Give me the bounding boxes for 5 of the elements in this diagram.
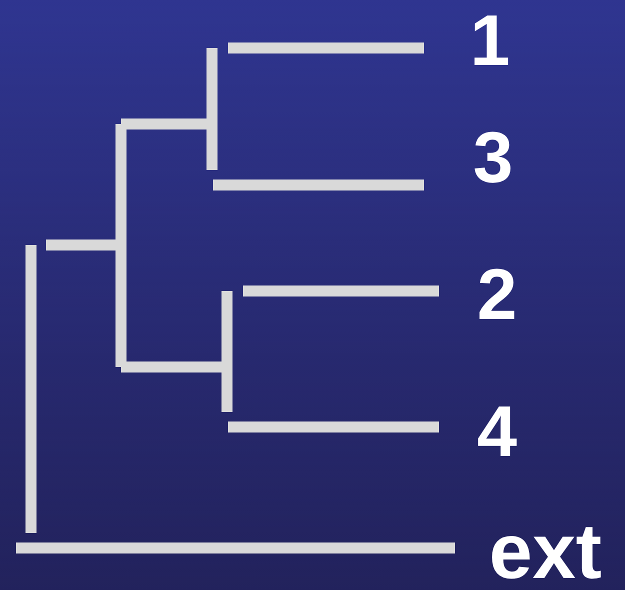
leaf-label: 3 (473, 122, 514, 194)
leaf-label: 1 (470, 5, 510, 77)
leaf-label: 2 (477, 259, 518, 331)
leaf-label: ext (489, 512, 602, 590)
leaf-label: 4 (477, 396, 518, 468)
